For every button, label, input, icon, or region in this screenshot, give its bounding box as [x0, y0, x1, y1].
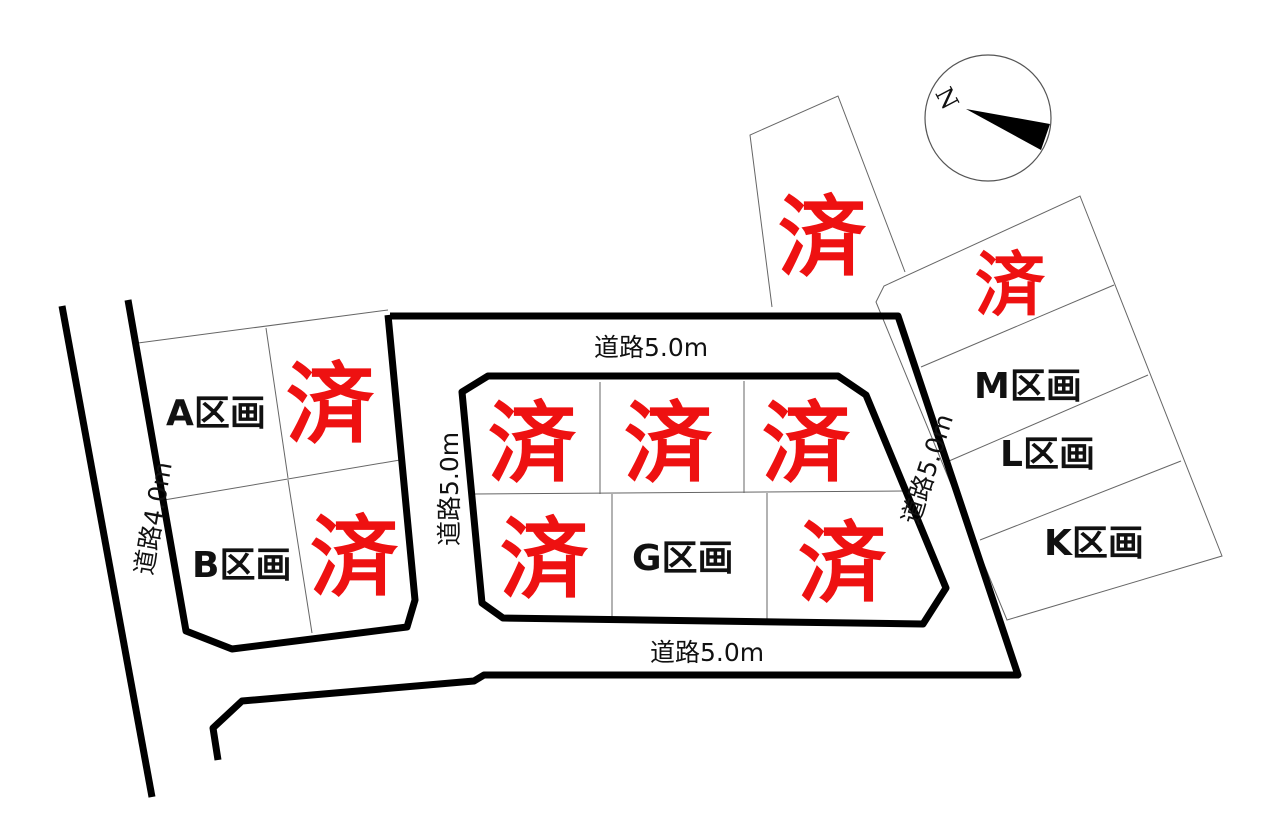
lot-labels: A区画 B区画 G区画 M区画 L区画 K区画	[166, 366, 1144, 586]
sold-mark-ne-top: 済	[778, 186, 867, 289]
sold-mark-a-right: 済	[286, 353, 375, 456]
divider-l-k	[979, 460, 1182, 541]
lot-label-a: A区画	[166, 393, 266, 434]
sold-mark-center-4: 済	[500, 508, 589, 611]
ne-top-lot-outline	[749, 95, 906, 308]
lot-outlines	[137, 95, 1223, 634]
west-lots-boundary	[124, 299, 419, 653]
road-boundaries	[58, 299, 1022, 798]
road-label-north: 道路5.0m	[594, 333, 708, 362]
lot-label-g: G区画	[632, 538, 734, 579]
divider-m-l	[948, 374, 1149, 462]
sold-mark-center-2: 済	[624, 392, 713, 495]
sold-mark-center-3: 済	[762, 392, 851, 495]
west-lots-top-edge	[137, 309, 389, 344]
divider-center-row	[473, 490, 904, 495]
center-block-boundary	[458, 372, 950, 628]
divider-a-col	[265, 327, 289, 479]
lot-label-m: M区画	[974, 366, 1082, 407]
road-label-west-inner: 道路5.0m	[435, 432, 464, 546]
sold-mark-ne-second: 済	[975, 244, 1046, 326]
sold-marks: 済 済 済 済 済 済 済 済 済	[286, 186, 1046, 615]
sold-mark-center-6: 済	[798, 512, 887, 615]
divider-ne2-m	[920, 284, 1115, 368]
lot-label-l: L区画	[1000, 434, 1095, 475]
lot-label-b: B区画	[192, 545, 291, 586]
road-label-south: 道路5.0m	[650, 638, 764, 667]
north-arrow-icon	[966, 109, 1050, 150]
divider-a-b	[163, 459, 401, 501]
west-road-left-edge	[58, 305, 156, 798]
lot-label-k: K区画	[1044, 523, 1144, 564]
outer-road-boundary	[209, 312, 1022, 761]
sold-mark-b-right: 済	[310, 506, 399, 609]
sold-mark-center-1: 済	[488, 392, 577, 495]
compass: N	[924, 54, 1052, 182]
divider-b-col	[287, 479, 313, 634]
